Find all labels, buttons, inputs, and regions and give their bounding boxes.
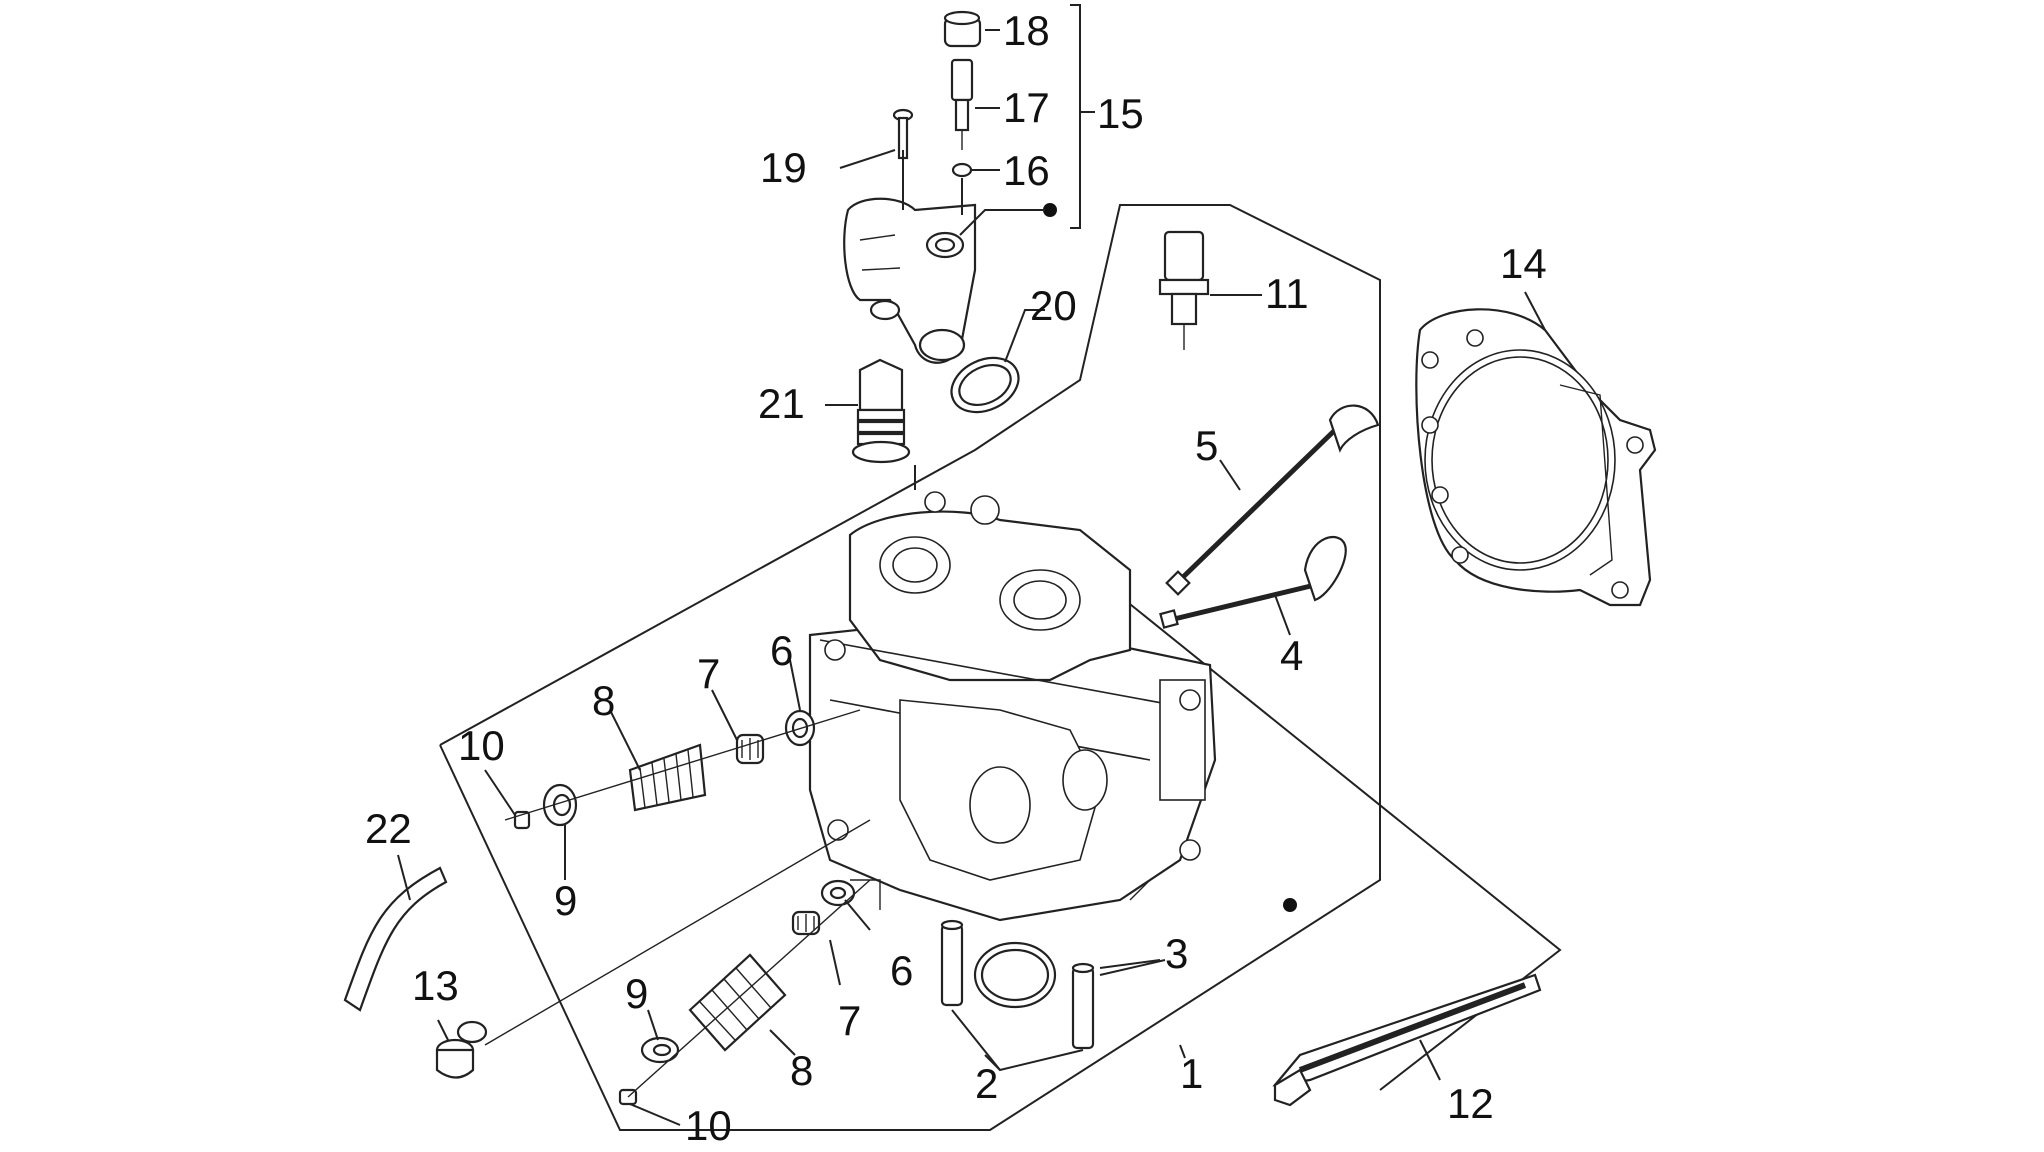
callout-16: 16 [1003, 147, 1050, 194]
callout-9-lower: 9 [625, 970, 648, 1017]
part-21-thermostat [851, 358, 911, 464]
callout-10-lower: 10 [685, 1102, 732, 1147]
callout-6-lower: 6 [890, 947, 913, 994]
callout-15: 15 [1097, 90, 1144, 137]
part-22-hose [343, 866, 448, 1012]
callout-17: 17 [1003, 84, 1050, 131]
part-2-dowel-a [940, 919, 964, 1007]
ref-dot-top [1043, 203, 1057, 217]
part-16-washer [951, 162, 973, 178]
part-19-bolt [892, 108, 914, 160]
part-8-spring-lower [688, 953, 787, 1052]
callout-7-lower: 7 [838, 997, 861, 1044]
part-7-seal-lower [791, 910, 821, 936]
part-6-seal-lower [820, 879, 856, 907]
part-2-dowel-b [1071, 962, 1095, 1050]
part-8-spring-upper [628, 743, 707, 812]
callout-4: 4 [1280, 632, 1303, 679]
part-18-cap [943, 10, 982, 48]
part-7-seal-upper [735, 733, 765, 765]
callout-3: 3 [1165, 930, 1188, 977]
callout-22: 22 [365, 805, 412, 852]
part-5-valve [1165, 404, 1380, 596]
callout-20: 20 [1030, 282, 1077, 329]
callout-8-upper: 8 [592, 677, 615, 724]
callout-5: 5 [1195, 422, 1218, 469]
ref-dot-right [1283, 898, 1297, 912]
assembly-outline [439, 204, 1381, 1131]
bracket-15 [1070, 4, 1081, 229]
cylinder-head [808, 491, 1217, 922]
part-17-sensor [950, 58, 974, 150]
callout-7-upper: 7 [697, 650, 720, 697]
callout-8-lower: 8 [790, 1047, 813, 1094]
callout-12: 12 [1447, 1080, 1494, 1127]
callout-18: 18 [1003, 7, 1050, 54]
part-13-plug [435, 1020, 488, 1079]
part-20-oring [950, 356, 1020, 414]
callout-10-upper: 10 [458, 722, 505, 769]
callout-1: 1 [1180, 1050, 1203, 1097]
leader-lines [397, 29, 1546, 1126]
callout-labels: 1 2 3 4 5 6 6 7 7 8 8 9 9 10 10 11 12 13… [365, 7, 1547, 1149]
callout-13: 13 [412, 962, 459, 1009]
thermostat-housing [843, 197, 977, 364]
bolt-group-outline [1099, 579, 1562, 1091]
callout-14: 14 [1500, 240, 1547, 287]
callout-11: 11 [1265, 270, 1309, 317]
part-12-head-bolt [1272, 973, 1542, 1107]
callout-2: 2 [975, 1060, 998, 1107]
part-9-retainer-upper [542, 783, 578, 827]
upper-valve-axis [504, 709, 861, 821]
plug-axis [484, 819, 871, 1046]
callout-19: 19 [760, 144, 807, 191]
part-3-oring [973, 941, 1057, 1009]
lower-valve-axis [627, 879, 871, 1098]
part-14-head-gasket [1415, 308, 1657, 607]
callout-21: 21 [758, 380, 805, 427]
part-9-retainer-lower [640, 1036, 680, 1064]
part-4-valve [1159, 536, 1347, 629]
callout-6-upper: 6 [770, 627, 793, 674]
part-11-temp-sensor [1158, 230, 1210, 350]
callout-9-upper: 9 [554, 877, 577, 924]
